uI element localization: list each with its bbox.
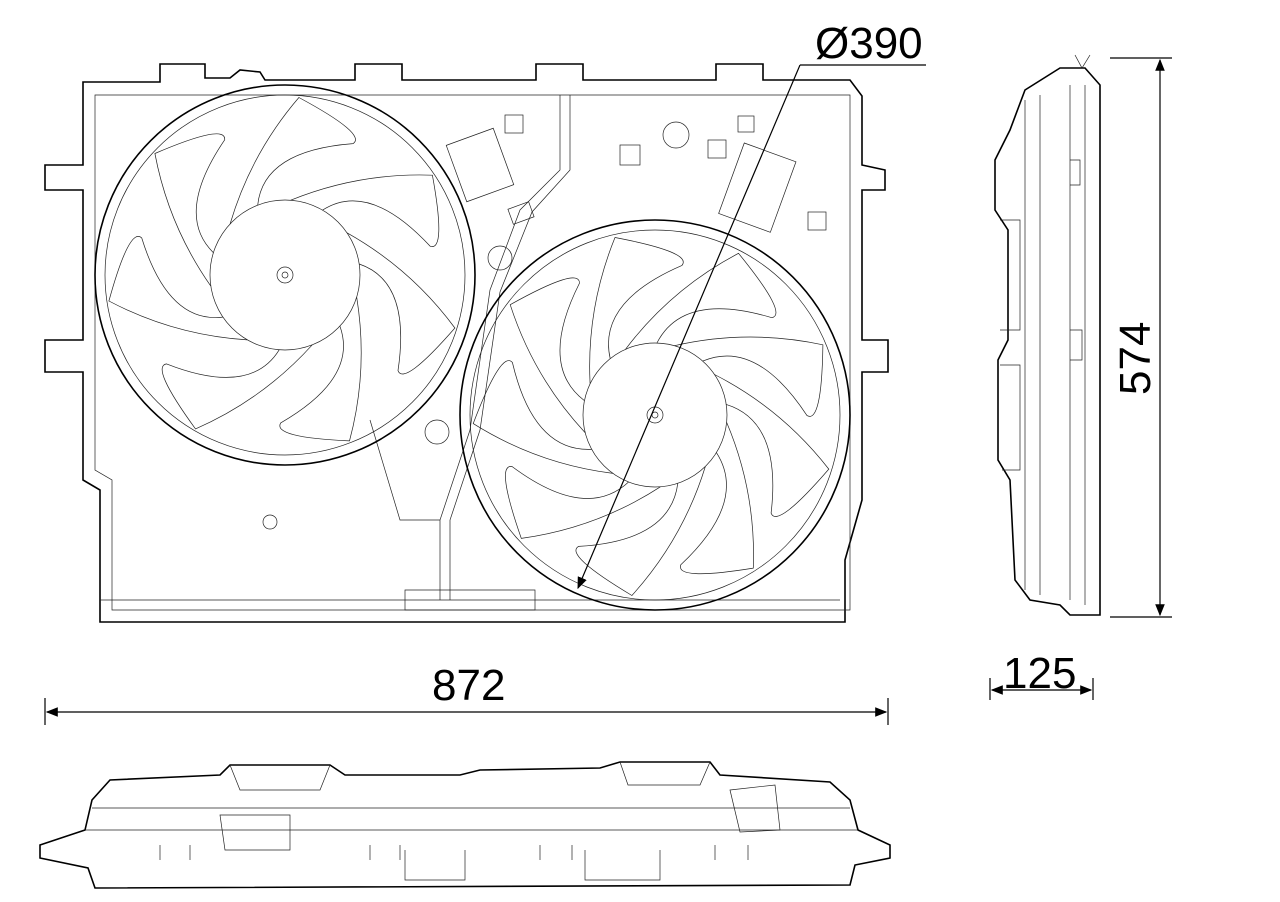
diameter-leader xyxy=(577,64,801,590)
fan-blade xyxy=(154,133,226,287)
width-dimension: 872 xyxy=(44,661,889,725)
bottom-view xyxy=(39,761,891,889)
fan-blade xyxy=(505,466,661,539)
diameter-label: Ø390 xyxy=(815,19,923,68)
left-fan-ring xyxy=(94,84,476,466)
fan-blade xyxy=(290,174,440,247)
fan-blade xyxy=(575,466,706,596)
left-fan-axle xyxy=(276,266,294,284)
fan-blade xyxy=(472,360,614,474)
front-view: Ø390 xyxy=(44,19,926,623)
left-fan xyxy=(94,84,476,466)
fan-blade xyxy=(161,344,313,430)
fan-blade xyxy=(674,336,824,417)
width-label: 872 xyxy=(432,661,505,710)
shroud-outline xyxy=(44,63,889,623)
fan-blade xyxy=(714,374,830,517)
right-fan-hub xyxy=(582,342,728,488)
fan-blade xyxy=(346,232,456,375)
fan-blade xyxy=(108,236,248,341)
right-fan-ring xyxy=(459,219,851,611)
height-label: 574 xyxy=(1111,322,1160,395)
fan-blade xyxy=(229,97,356,224)
fan-blade xyxy=(279,297,362,442)
fan-blade xyxy=(680,422,754,575)
right-fan xyxy=(459,219,851,611)
fan-blade xyxy=(509,277,586,433)
depth-label: 125 xyxy=(1003,649,1076,698)
left-fan-hub xyxy=(209,199,361,351)
fan-blade xyxy=(625,252,777,350)
fan-blade xyxy=(589,237,684,384)
side-view: 574 125 xyxy=(989,54,1172,700)
